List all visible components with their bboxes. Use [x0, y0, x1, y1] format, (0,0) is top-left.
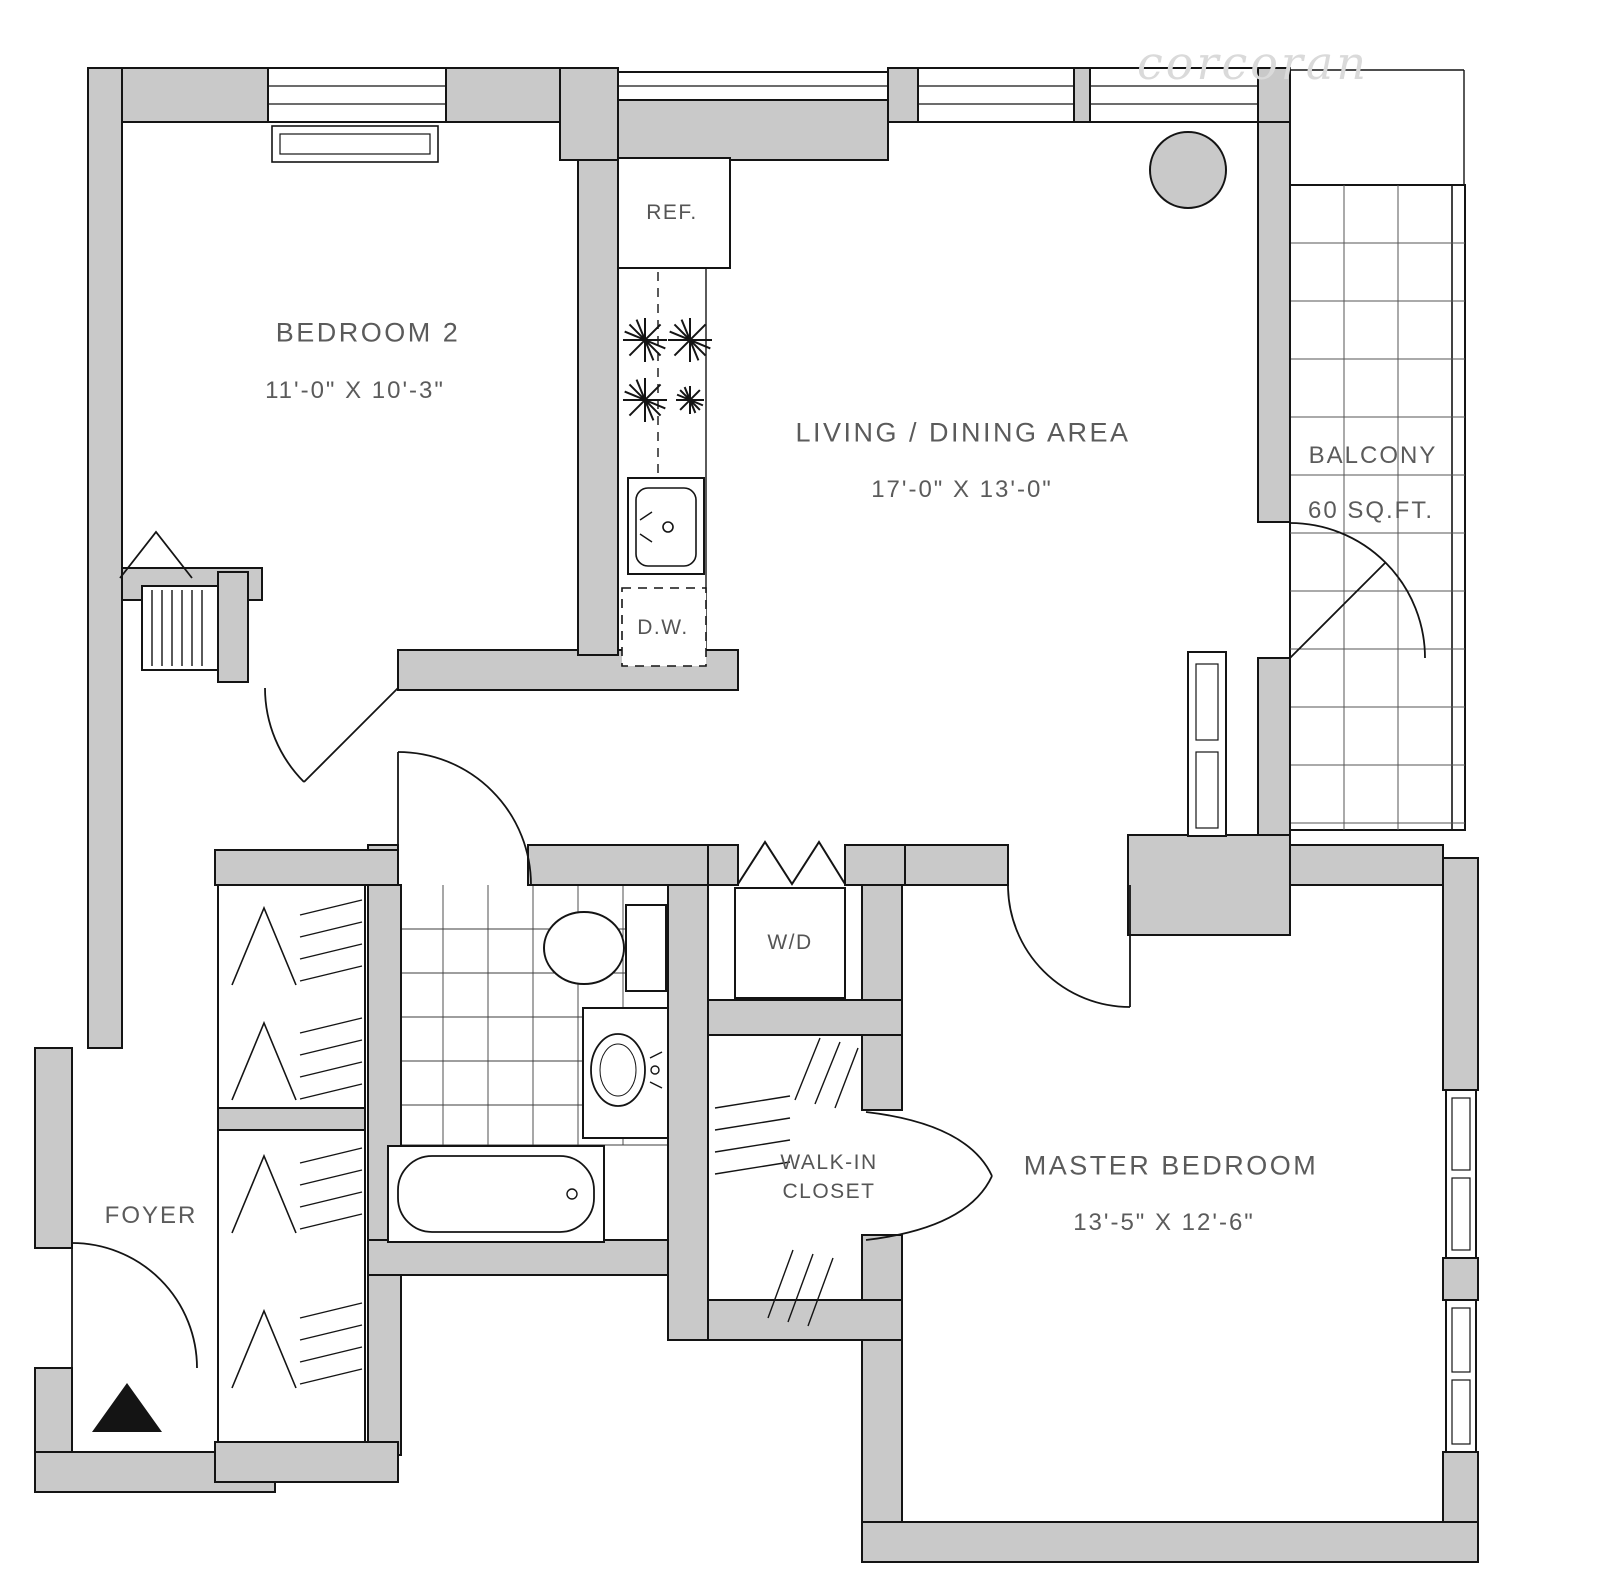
- bathtub: [387, 1145, 605, 1243]
- linen-closet: [119, 530, 219, 671]
- bedroom2-name: BEDROOM 2: [275, 317, 461, 348]
- kitchen-sink: [627, 477, 705, 575]
- entry-arrow: [92, 1383, 162, 1432]
- kitchen: [617, 157, 731, 667]
- master-bedroom-name: MASTER BEDROOM: [1023, 1150, 1319, 1181]
- living-dims: 17'-0" X 13'-0": [871, 476, 1053, 503]
- walkin-closet-label-line1: WALK-IN: [780, 1151, 878, 1174]
- bathroom-sink: [582, 1007, 669, 1139]
- balcony-name: BALCONY: [1308, 442, 1438, 469]
- master-bedroom-dims: 13'-5" X 12'-6": [1073, 1209, 1255, 1236]
- walls: [34, 67, 1479, 1563]
- niche-chevron: [119, 530, 193, 579]
- column: [1149, 131, 1227, 209]
- washer-dryer-box: [734, 887, 846, 999]
- windows: [267, 67, 1477, 1453]
- toilet: [543, 904, 667, 992]
- stove-burners: [623, 318, 712, 422]
- balcony-dims: 60 SQ.FT.: [1307, 497, 1435, 524]
- bifold-doors: [737, 840, 846, 886]
- walkin-closet-label-line2: CLOSET: [782, 1180, 876, 1203]
- washer-dryer-label: W/D: [767, 931, 813, 954]
- bathroom: [387, 904, 669, 1243]
- foyer-closets: [217, 884, 366, 1443]
- refrigerator-label: REF.: [646, 201, 698, 224]
- dishwasher-label: D.W.: [637, 616, 689, 639]
- living-name: LIVING / DINING AREA: [795, 417, 1131, 448]
- walkin-closet-rods: [714, 1037, 859, 1327]
- bedroom2-dims: 11'-0" X 10'-3": [265, 377, 445, 404]
- balcony-terrace: [1289, 69, 1466, 831]
- dishwasher-box: [621, 587, 707, 667]
- watermark: corcoran: [1137, 36, 1369, 90]
- refrigerator-box: [617, 157, 731, 269]
- doors: [71, 522, 1426, 1369]
- foyer-name: FOYER: [104, 1202, 198, 1229]
